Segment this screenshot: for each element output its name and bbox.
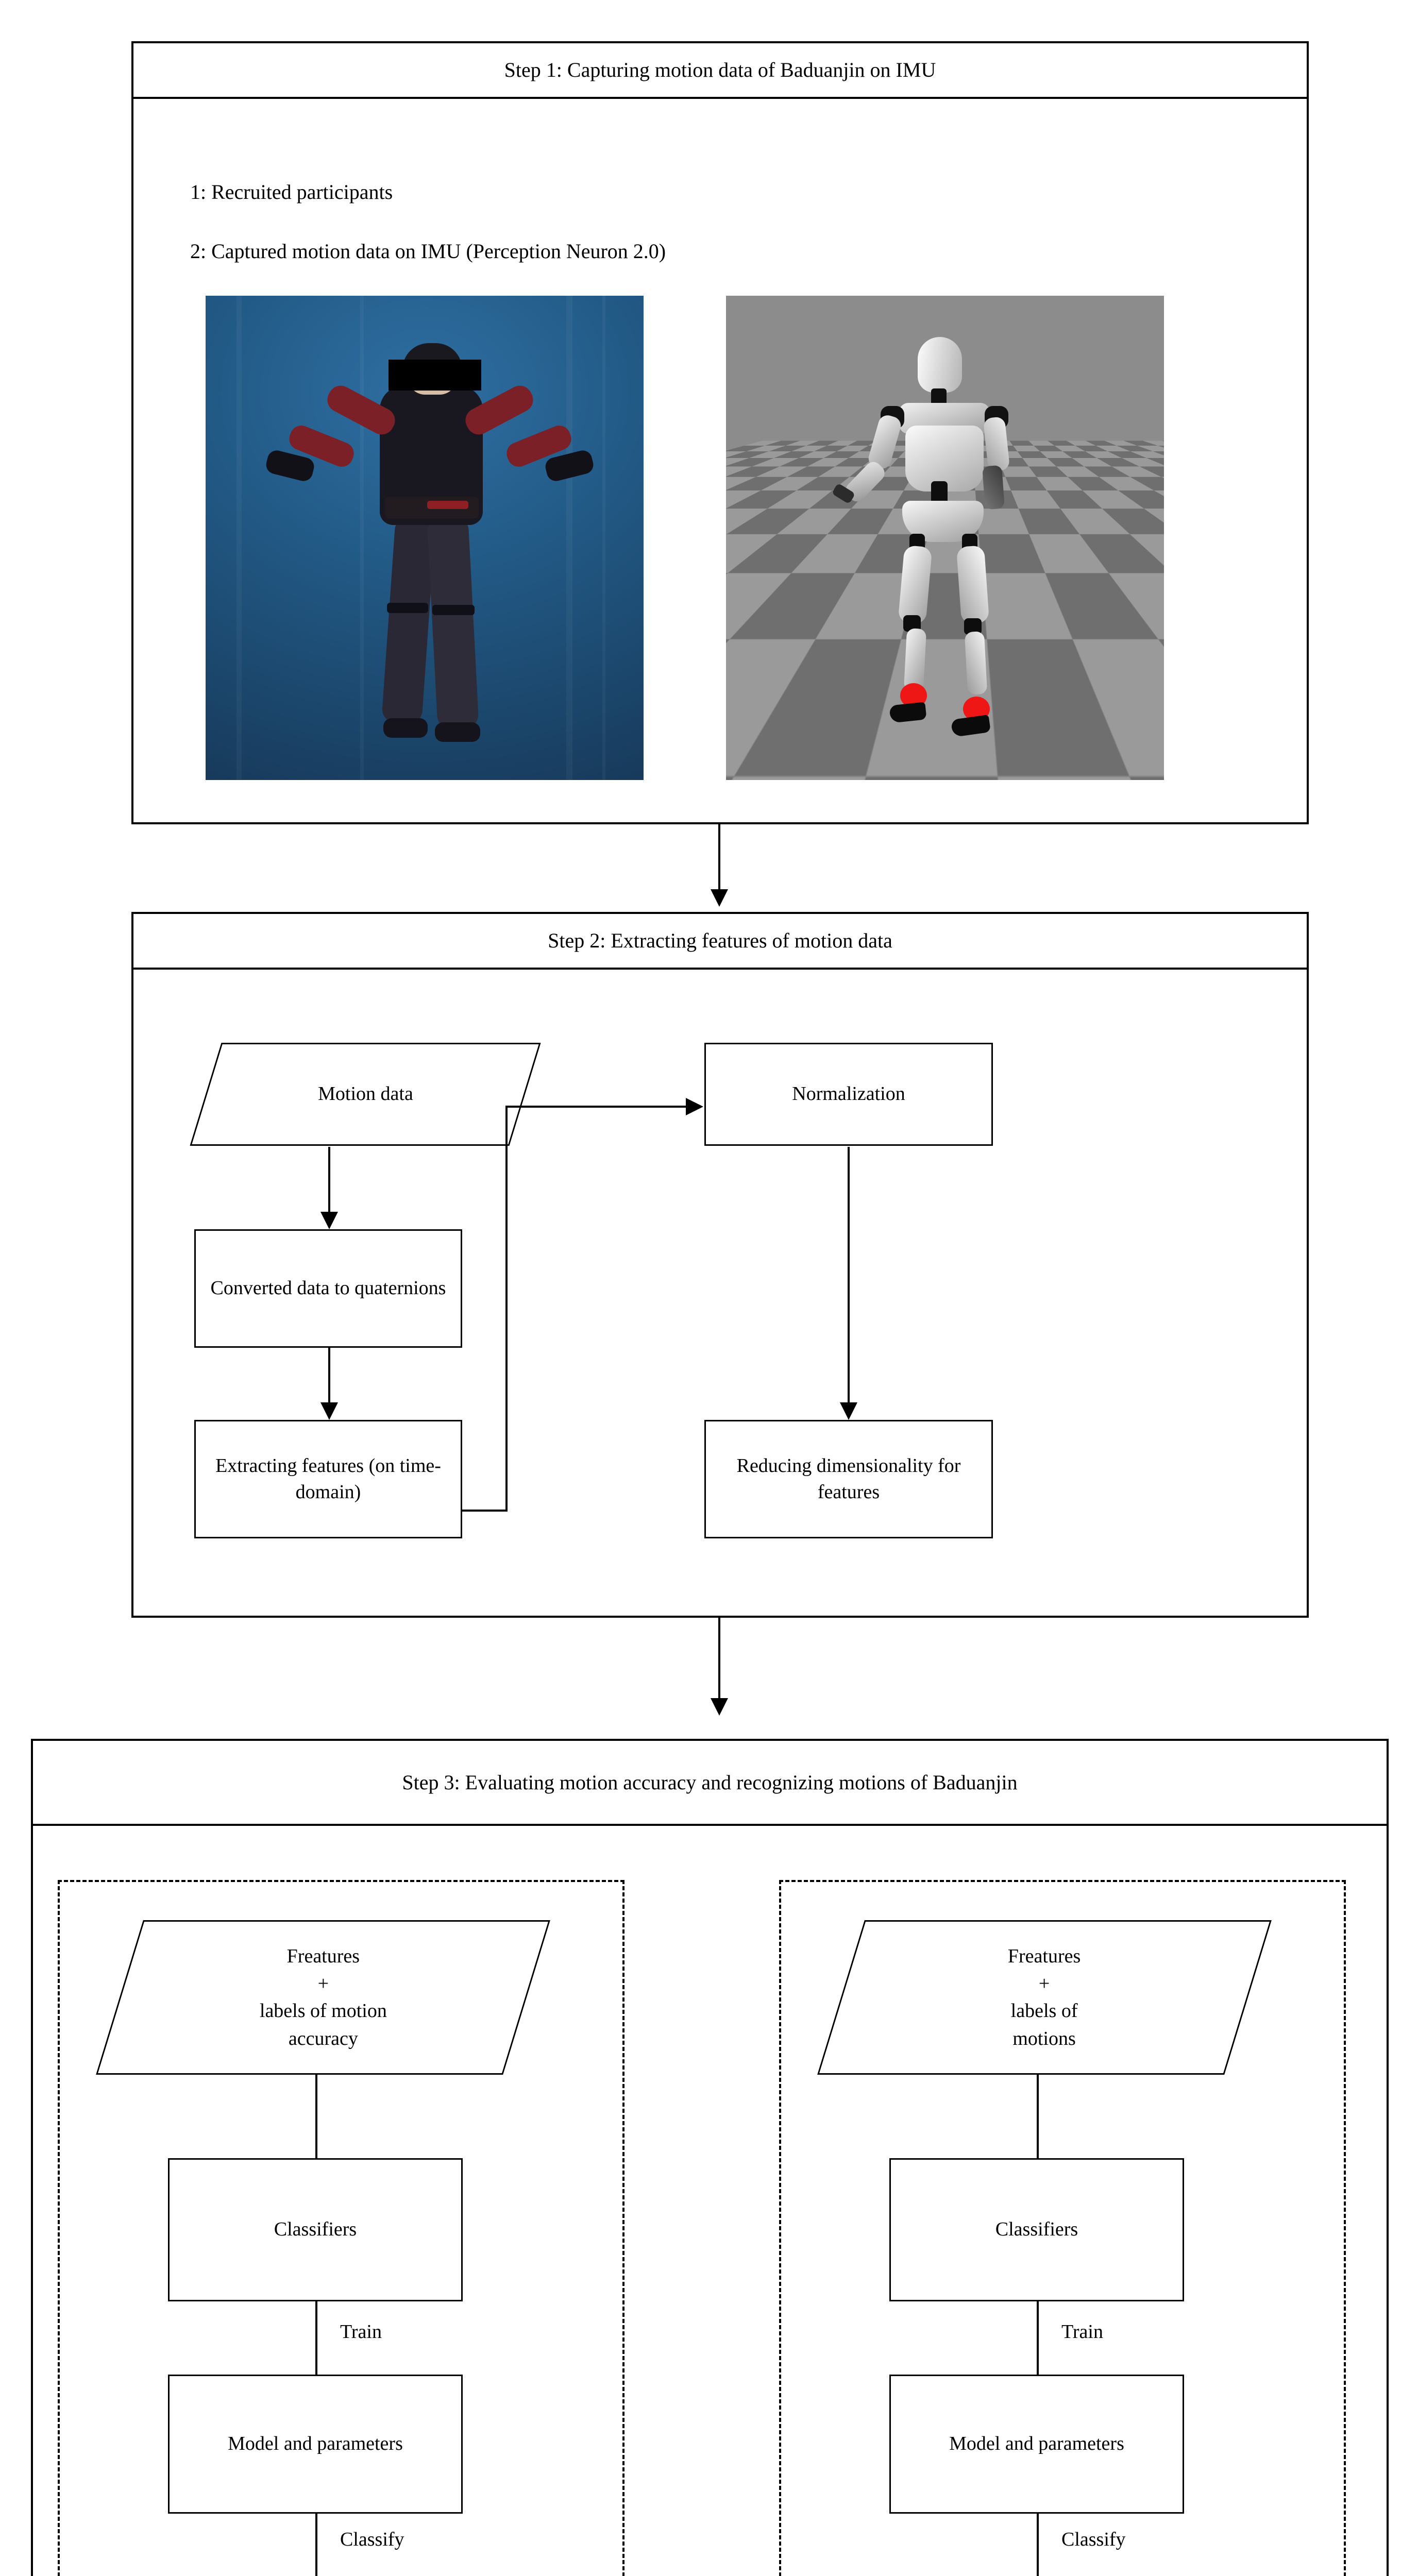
participant-photo (206, 296, 644, 780)
right-edge-classify-line (1037, 2514, 1039, 2576)
node-motion-data: Motion data (190, 1043, 541, 1146)
node-reducing-dimensionality: Reducing dimensionality for features (704, 1420, 993, 1538)
step1-container: Step 1: Capturing motion data of Baduanj… (131, 41, 1309, 824)
left-edge-train-line (315, 2301, 317, 2375)
left-edge-input-classifiers (315, 2075, 317, 2158)
edge-normalization-reducing-arrow (840, 1402, 857, 1420)
right-input-line-1: Freatures (1008, 1945, 1081, 1967)
privacy-bar (389, 360, 481, 391)
right-edge-train-line (1037, 2301, 1039, 2375)
step3-container: Step 3: Evaluating motion accuracy and r… (31, 1739, 1389, 2576)
step1-header: Step 1: Capturing motion data of Baduanj… (133, 43, 1307, 99)
right-input-line-2: + (1039, 1972, 1050, 1994)
edge-converted-extracting-line (328, 1348, 330, 1404)
left-node-classifiers: Classifiers (168, 2158, 463, 2301)
left-input-line-4: accuracy (288, 2027, 358, 2049)
step1-bullet-2: 2: Captured motion data on IMU (Percepti… (190, 240, 666, 263)
right-edge-label-train: Train (1061, 2321, 1103, 2343)
edge-extracting-normalization-v (505, 1106, 508, 1512)
right-edge-label-classify: Classify (1061, 2529, 1126, 2550)
right-node-model-parameters: Model and parameters (889, 2375, 1184, 2514)
node-extracting-features: Extracting features (on time-domain) (194, 1420, 462, 1538)
left-edge-label-classify: Classify (340, 2529, 404, 2550)
right-edge-input-classifiers (1037, 2075, 1039, 2158)
edge-normalization-reducing-line (848, 1147, 850, 1404)
step1-bullet-1: 1: Recruited participants (190, 180, 393, 204)
edge-motiondata-converted-line (328, 1147, 330, 1214)
node-converted-quaternions: Converted data to quaternions (194, 1229, 462, 1348)
edge-motiondata-converted-arrow (320, 1212, 338, 1229)
left-input-line-2: + (317, 1972, 329, 1994)
left-node-input-parallelogram: Freatures + labels of motion accuracy (96, 1920, 550, 2075)
connector-step1-step2-arrow (711, 889, 728, 907)
edge-extracting-normalization-h2 (505, 1106, 687, 1108)
left-input-line-1: Freatures (286, 1945, 360, 1967)
step2-container: Step 2: Extracting features of motion da… (131, 912, 1309, 1618)
left-input-line-3: labels of motion (259, 2000, 387, 2022)
panel-accessing-motion-accuracy (58, 1880, 624, 2576)
left-node-model-parameters: Model and parameters (168, 2375, 463, 2514)
avatar-render (726, 296, 1164, 780)
connector-step1-step2-line (718, 824, 720, 891)
edge-extracting-normalization-arrow (686, 1098, 703, 1115)
right-node-input-parallelogram: Freatures + labels of motions (817, 1920, 1272, 2075)
edge-converted-extracting-arrow (320, 1402, 338, 1420)
right-input-line-3: labels of (1011, 2000, 1078, 2022)
left-edge-classify-line (315, 2514, 317, 2576)
node-normalization: Normalization (704, 1043, 993, 1146)
edge-extracting-normalization-h1 (462, 1510, 508, 1512)
right-node-classifiers: Classifiers (889, 2158, 1184, 2301)
left-edge-label-train: Train (340, 2321, 382, 2343)
right-input-line-4: motions (1012, 2027, 1076, 2049)
panel-recognizing-motions (779, 1880, 1346, 2576)
step3-header: Step 3: Evaluating motion accuracy and r… (33, 1741, 1387, 1826)
connector-step2-step3-arrow (711, 1698, 728, 1716)
connector-step2-step3-line (718, 1618, 720, 1700)
step2-header: Step 2: Extracting features of motion da… (133, 914, 1307, 970)
